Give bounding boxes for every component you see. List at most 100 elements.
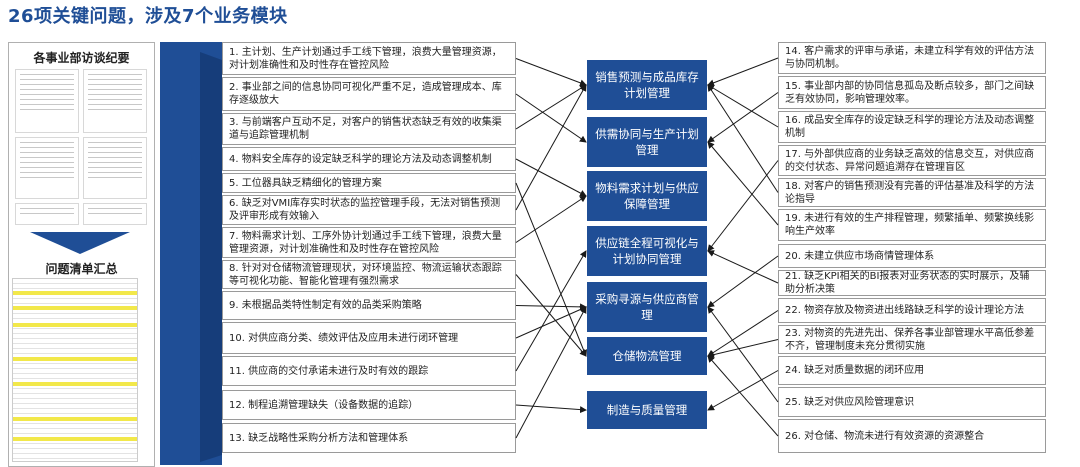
summary-heading: 问题清单汇总 [45, 262, 118, 276]
category-box-7: 制造与质量管理 [587, 391, 707, 429]
issue-box-9: 9. 未根据品类特性制定有效的品类采购策略 [222, 291, 516, 320]
connector-arrow-25 [707, 306, 779, 403]
issue-box-9-text: 9. 未根据品类特性制定有效的品类采购策略 [229, 300, 422, 311]
interview-doc-thumbnail [83, 69, 147, 133]
connector-arrow-7 [515, 195, 587, 243]
issue-box-20: 20. 未建立供应市场商情管理体系 [778, 244, 1046, 268]
page-title: 26项关键问题，涉及7个业务模块 [8, 6, 288, 27]
connector-arrow-14 [707, 57, 779, 87]
issue-box-20-text: 20. 未建立供应市场商情管理体系 [785, 250, 935, 262]
issue-box-18: 18. 对客户的销售预测没有完善的评估基准及科学的方法论指导 [778, 178, 1046, 207]
connector-arrow-23 [707, 339, 779, 359]
connector-arrow-16 [707, 84, 779, 128]
connector-arrow-13 [515, 306, 587, 439]
issue-box-16-text: 16. 成品安全库存的设定缺乏科学的理论方法及动态调整机制 [785, 115, 1035, 139]
connector-arrow-5 [515, 182, 587, 357]
category-box-5: 采购寻源与供应商管理 [587, 282, 707, 332]
issue-box-11-text: 11. 供应商的交付承诺未进行及时有效的跟踪 [229, 365, 429, 377]
issue-box-22-text: 22. 物资存放及物资进出线路缺乏科学的设计理论方法 [785, 305, 1025, 316]
connector-arrow-22 [707, 310, 779, 357]
connector-arrow-20 [707, 255, 779, 308]
connector-arrow-8 [515, 274, 587, 357]
issue-box-14: 14. 客户需求的评审与承诺，未建立科学有效的评估方法与协同机制。 [778, 42, 1046, 74]
issue-box-13: 13. 缺乏战略性采购分析方法和管理体系 [222, 423, 516, 453]
connector-arrow-6 [515, 84, 587, 211]
issue-box-13-text: 13. 缺乏战略性采购分析方法和管理体系 [229, 432, 409, 444]
connector-arrow-10 [515, 306, 587, 339]
connector-arrow-26 [707, 355, 779, 437]
connector-arrow-2 [515, 93, 587, 143]
category-box-3-text: 物料需求计划与供应保障管理 [595, 181, 699, 211]
category-box-7-text: 制造与质量管理 [606, 403, 688, 417]
issue-box-3: 3. 与前端客户互动不足，对客户的销售状态缺乏有效的收集渠道与追踪管理机制 [222, 113, 516, 145]
category-box-1: 销售预测与成品库存计划管理 [587, 60, 707, 110]
issue-box-5: 5. 工位器具缺乏精细化的管理方案 [222, 173, 516, 193]
issue-box-16: 16. 成品安全库存的设定缺乏科学的理论方法及动态调整机制 [778, 111, 1046, 143]
issue-box-12: 12. 制程追溯管理缺失（设备数据的追踪） [222, 390, 516, 420]
down-arrow-icon [30, 232, 130, 254]
issue-box-26-text: 26. 对仓储、物流未进行有效资源的资源整合 [785, 430, 985, 442]
issue-box-11: 11. 供应商的交付承诺未进行及时有效的跟踪 [222, 356, 516, 386]
connector-arrow-9 [515, 303, 587, 311]
issue-box-25-text: 25. 缺乏对供应风险管理意识 [785, 396, 915, 408]
issue-box-12-text: 12. 制程追溯管理缺失（设备数据的追踪） [229, 399, 419, 411]
interview-doc-thumbnail [15, 69, 79, 133]
connector-arrow-21 [707, 250, 779, 284]
issue-box-14-text: 14. 客户需求的评审与承诺，未建立科学有效的评估方法与协同机制。 [785, 46, 1035, 70]
issue-box-7: 7. 物料需求计划、工序外协计划通过手工线下管理，浪费大量管理资源，对计划准确性… [222, 227, 516, 258]
issue-box-2: 2. 事业部之间的信息协同可视化严重不足，造成管理成本、库存逐级放大 [222, 77, 516, 111]
issue-box-19-text: 19. 未进行有效的生产排程管理，频繁插单、频繁换线影响生产效率 [785, 213, 1035, 237]
connector-arrow-4 [515, 158, 587, 197]
issue-box-8-text: 8. 针对对仓储物流管理现状，对环境监控、物流运输状态跟踪等可视化功能、智能化管… [229, 262, 502, 287]
connector-arrow-15 [707, 92, 779, 143]
issue-box-1-text: 1. 主计划、生产计划通过手工线下管理，浪费大量管理资源，对计划准确性和及时性存… [229, 46, 502, 71]
issue-box-7-text: 7. 物料需求计划、工序外协计划通过手工线下管理，浪费大量管理资源，对计划准确性… [229, 230, 502, 255]
issue-box-22: 22. 物资存放及物资进出线路缺乏科学的设计理论方法 [778, 298, 1046, 323]
category-box-5-text: 采购寻源与供应商管理 [595, 292, 699, 322]
issue-box-5-text: 5. 工位器具缺乏精细化的管理方案 [229, 177, 382, 189]
issue-box-26: 26. 对仓储、物流未进行有效资源的资源整合 [778, 419, 1046, 453]
connector-arrow-24 [707, 370, 779, 411]
issue-box-25: 25. 缺乏对供应风险管理意识 [778, 387, 1046, 417]
issue-box-21-text: 21. 缺乏KPI相关的BI报表对业务状态的实时展示，及辅助分析决策 [785, 271, 1030, 295]
category-box-4-text: 供应链全程可视化与计划协同管理 [595, 236, 699, 266]
issue-box-10: 10. 对供应商分类、绩效评估及应用未进行闭环管理 [222, 322, 516, 354]
category-box-3: 物料需求计划与供应保障管理 [587, 171, 707, 221]
issue-box-23-text: 23. 对物资的先进先出、保养各事业部管理水平高低参差不齐，管理制度未充分贯彻实… [785, 327, 1035, 352]
issue-box-6-text: 6. 缺乏对VMI库存实时状态的监控管理手段，无法对销售预测及评审形成有效输入 [229, 198, 501, 222]
issue-box-18-text: 18. 对客户的销售预测没有完善的评估基准及科学的方法论指导 [785, 180, 1035, 205]
connector-arrow-12 [515, 404, 587, 414]
issue-box-15: 15. 事业部内部的协同信息孤岛及断点较多，部门之间缺乏有效协同，影响管理效率。 [778, 76, 1046, 109]
category-box-6-text: 仓储物流管理 [612, 349, 682, 363]
interview-doc-thumbnail [83, 137, 147, 199]
issue-box-21: 21. 缺乏KPI相关的BI报表对业务状态的实时展示，及辅助分析决策 [778, 270, 1046, 296]
interview-doc-thumbnail [15, 203, 79, 225]
interview-doc-thumbnail [83, 203, 147, 225]
category-box-1-text: 销售预测与成品库存计划管理 [595, 70, 699, 100]
interview-heading: 各事业部访谈纪要 [33, 51, 130, 65]
issue-box-17-text: 17. 与外部供应商的业务缺乏高效的信息交互，对供应商的交付状态、异常问题追溯存… [785, 148, 1035, 173]
issue-box-24: 24. 缺乏对质量数据的闭环应用 [778, 356, 1046, 385]
issue-box-3-text: 3. 与前端客户互动不足，对客户的销售状态缺乏有效的收集渠道与追踪管理机制 [229, 117, 502, 141]
issue-box-15-text: 15. 事业部内部的协同信息孤岛及断点较多，部门之间缺乏有效协同，影响管理效率。 [785, 80, 1035, 105]
issue-box-17: 17. 与外部供应商的业务缺乏高效的信息交互，对供应商的交付状态、异常问题追溯存… [778, 145, 1046, 176]
issue-box-2-text: 2. 事业部之间的信息协同可视化严重不足，造成管理成本、库存逐级放大 [229, 82, 502, 106]
category-box-4: 供应链全程可视化与计划协同管理 [587, 226, 707, 276]
issue-list-sheet [12, 278, 138, 462]
connector-arrow-3 [515, 84, 587, 130]
issue-box-10-text: 10. 对供应商分类、绩效评估及应用未进行闭环管理 [229, 332, 459, 344]
category-box-2-text: 供需协同与生产计划管理 [595, 127, 699, 157]
issue-box-4: 4. 物料安全库存的设定缺乏科学的理论方法及动态调整机制 [222, 147, 516, 171]
connector-arrow-1 [515, 58, 587, 87]
category-box-2: 供需协同与生产计划管理 [587, 117, 707, 167]
issue-box-4-text: 4. 物料安全库存的设定缺乏科学的理论方法及动态调整机制 [229, 153, 492, 165]
interview-doc-thumbnail [15, 137, 79, 199]
connector-arrow-11 [515, 250, 587, 372]
issue-box-6: 6. 缺乏对VMI库存实时状态的监控管理手段，无法对销售预测及评审形成有效输入 [222, 195, 516, 225]
issue-box-8: 8. 针对对仓储物流管理现状，对环境监控、物流运输状态跟踪等可视化功能、智能化管… [222, 260, 516, 289]
issue-box-1: 1. 主计划、生产计划通过手工线下管理，浪费大量管理资源，对计划准确性和及时性存… [222, 42, 516, 75]
issue-box-19: 19. 未进行有效的生产排程管理，频繁插单、频繁换线影响生产效率 [778, 209, 1046, 241]
issue-box-23: 23. 对物资的先进先出、保养各事业部管理水平高低参差不齐，管理制度未充分贯彻实… [778, 325, 1046, 354]
issue-box-24-text: 24. 缺乏对质量数据的闭环应用 [785, 365, 925, 376]
